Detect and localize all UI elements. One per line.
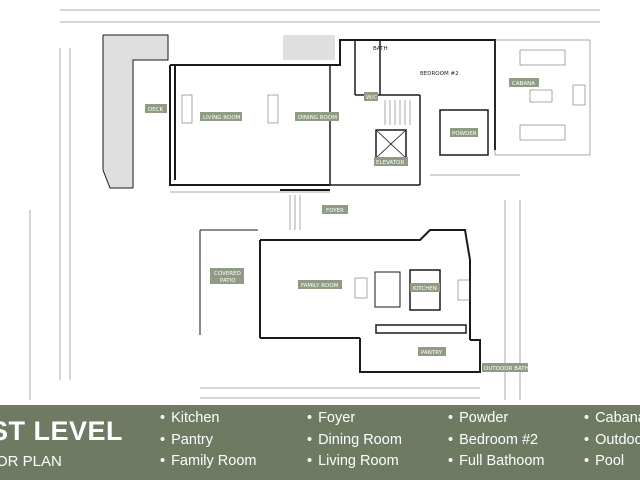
furniture (181, 94, 471, 301)
room-label-bath: BATH (373, 46, 388, 52)
room-list-column-3: Powder Bedroom #2 Full Bathoom (448, 408, 545, 473)
room-list-column-4: Cabana Outdoor Pool (584, 408, 640, 473)
room-list-item: Outdoor (584, 430, 640, 452)
room-list-item: Powder (448, 408, 545, 430)
room-label-dining-box: DINING ROOM (295, 112, 339, 121)
room-list-item: Bedroom #2 (448, 430, 545, 452)
room-label-living-box: LIVING ROOM (200, 112, 242, 121)
room-label-covered-patio-line2: PATIO (220, 278, 236, 284)
room-label-wic: W/C (366, 95, 377, 101)
room-label-kitchen-box: KITCHEN (410, 283, 440, 292)
room-label-foyer: FOYER (326, 208, 344, 214)
room-label-covered-patio-box: COVERED PATIO (210, 268, 244, 284)
room-label-outdoor-bath: OUTDOOR BATH (484, 366, 529, 372)
room-list-column-2: Foyer Dining Room Living Room (307, 408, 402, 473)
level-subtitle: OR PLAN (0, 453, 62, 470)
room-label-bedroom2: BEDROOM #2 (420, 71, 459, 77)
room-label-powder-box: POWDER (450, 128, 478, 137)
room-list-item: Dining Room (307, 430, 402, 452)
room-label-pantry-box: PANTRY (418, 347, 446, 356)
deck-hatch (102, 34, 335, 189)
room-label-cabana: CABANA (512, 81, 535, 87)
footer-banner: ST LEVEL OR PLAN Kitchen Pantry Family R… (0, 405, 640, 480)
floor-plan-drawing: BATH BEDROOM #2 CABANA DECK LIVING ROOM … (29, 9, 600, 400)
room-label-deck: DECK (148, 107, 164, 113)
room-label-dining: DINING ROOM (298, 115, 337, 121)
room-label-powder: POWDER (452, 131, 477, 137)
room-label-family: FAMILY ROOM (301, 283, 339, 289)
room-list-item: Pool (584, 451, 640, 473)
room-list-item: Family Room (160, 451, 256, 473)
room-list-item: Kitchen (160, 408, 256, 430)
room-list-column-1: Kitchen Pantry Family Room (160, 408, 256, 473)
room-label-foyer-box: FOYER (322, 205, 348, 214)
room-label-covered-patio-line1: COVERED (214, 271, 241, 277)
room-list-item: Living Room (307, 451, 402, 473)
room-label-cabana-box: CABANA (509, 78, 539, 87)
room-label-wic-box: W/C (364, 92, 378, 101)
room-label-living: LIVING ROOM (203, 115, 241, 121)
room-label-deck-box: DECK (145, 104, 167, 113)
cabana-structure (494, 39, 591, 156)
room-list-item: Foyer (307, 408, 402, 430)
room-label-outdoor-bath-box: OUTDOOR BATH (482, 363, 529, 372)
level-title: ST LEVEL (0, 416, 124, 446)
room-list-item: Cabana (584, 408, 640, 430)
room-label-family-box: FAMILY ROOM (298, 280, 342, 289)
room-label-pantry: PANTRY (421, 350, 443, 356)
dimension-lines (29, 9, 600, 400)
room-list-item: Pantry (160, 430, 256, 452)
room-label-kitchen: KITCHEN (413, 286, 437, 292)
room-label-elevator-box: ELEVATOR (374, 157, 408, 166)
room-label-elevator: ELEVATOR (376, 160, 404, 166)
stairs (289, 100, 411, 230)
room-list-item: Full Bathoom (448, 451, 544, 473)
